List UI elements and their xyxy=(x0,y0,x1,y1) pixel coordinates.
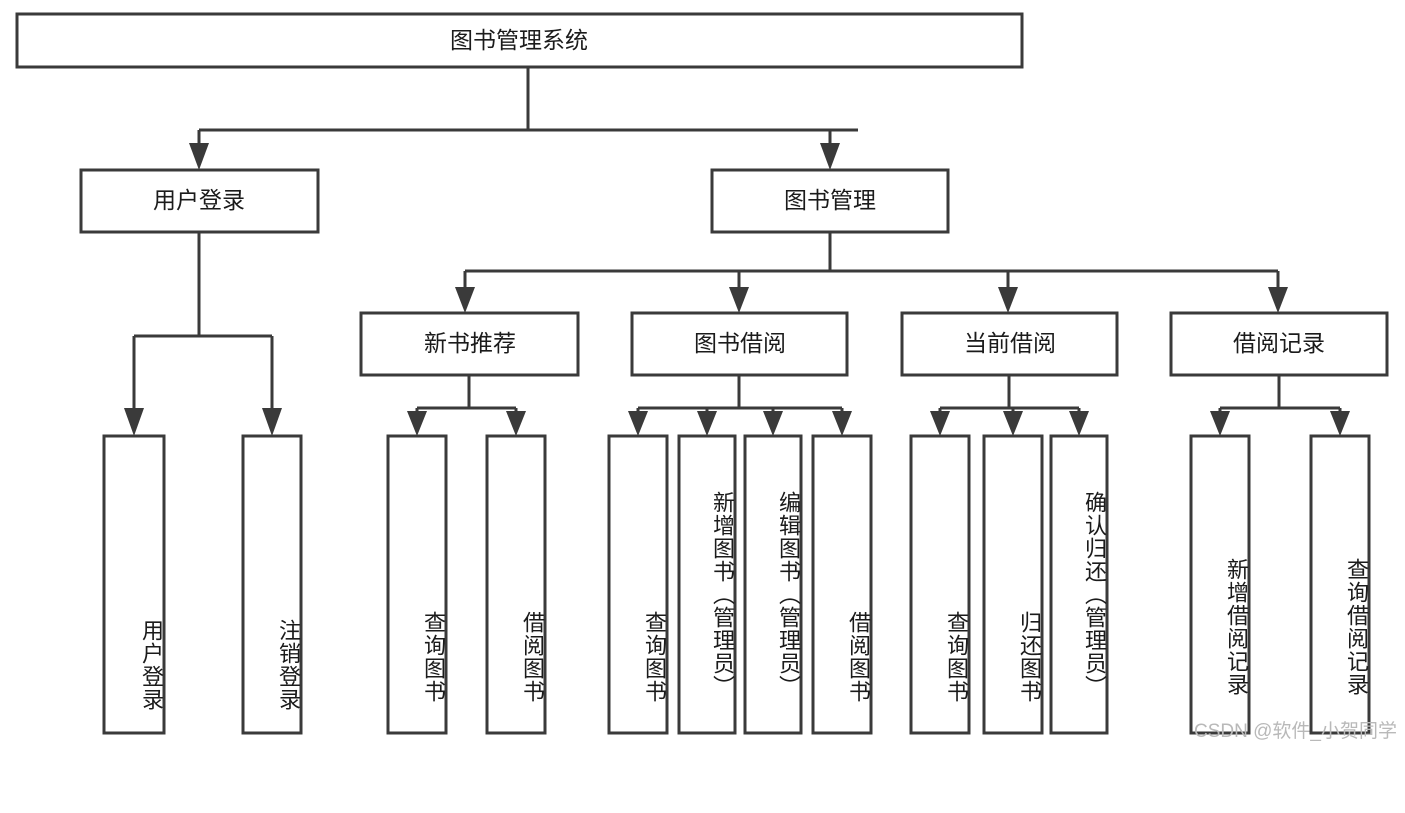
node-current-borrow-rect[interactable] xyxy=(900,311,1119,377)
node-book-borrow-label: 图书借阅 xyxy=(694,330,786,356)
leaf-query-book-2-rect[interactable] xyxy=(607,434,669,735)
connector-group-root xyxy=(189,67,858,170)
arrowhead-cb-leaf-3 xyxy=(1069,411,1089,436)
leaf-logout-login-rect[interactable] xyxy=(241,434,303,735)
leaf-query-book-1-rect[interactable] xyxy=(386,434,448,735)
node-current-borrow[interactable]: 当前借阅 xyxy=(900,311,1119,377)
leaf-boxes xyxy=(102,434,1371,735)
arrowhead-bb-leaf-1 xyxy=(628,411,648,436)
leaf-borrow-book-1-rect[interactable] xyxy=(485,434,547,735)
leaf-borrow-book-2-rect[interactable] xyxy=(811,434,873,735)
node-root-rect[interactable] xyxy=(15,12,1024,69)
node-user-login-rect[interactable] xyxy=(79,168,320,234)
flowchart-canvas: 图书管理系统 用户登录 图书管理 新书推荐 图书借阅 当前借阅 借阅记录 xyxy=(15,12,1397,742)
arrowhead-cb-leaf-2 xyxy=(1003,411,1023,436)
node-book-manage-label: 图书管理 xyxy=(784,187,876,213)
connector-group-new-book-recommend xyxy=(407,375,526,436)
leaf-confirm-return-admin-rect[interactable] xyxy=(1049,434,1109,735)
arrowhead-bb-leaf-4 xyxy=(832,411,852,436)
node-new-book-recommend[interactable]: 新书推荐 xyxy=(359,311,580,377)
arrowhead-root-to-book-manage xyxy=(820,143,840,170)
connector-group-borrow-record xyxy=(1210,375,1350,436)
node-book-borrow[interactable]: 图书借阅 xyxy=(630,311,849,377)
arrowhead-book-manage-to-book-borrow xyxy=(729,287,749,313)
arrowhead-book-manage-to-new-book-recommend xyxy=(455,287,475,313)
leaf-query-borrow-record-rect[interactable] xyxy=(1309,434,1371,735)
arrowhead-user-login-leaf-2 xyxy=(262,408,282,436)
arrowhead-br-leaf-1 xyxy=(1210,411,1230,436)
leaf-user-login-rect[interactable] xyxy=(102,434,166,735)
connector-group-current-borrow xyxy=(930,375,1089,436)
node-borrow-record-label: 借阅记录 xyxy=(1233,330,1325,356)
node-book-manage-rect[interactable] xyxy=(710,168,950,234)
flowchart-svg: 图书管理系统 用户登录 图书管理 新书推荐 图书借阅 当前借阅 借阅记录 xyxy=(15,12,1389,735)
arrowhead-br-leaf-2 xyxy=(1330,411,1350,436)
leaf-query-book-3-rect[interactable] xyxy=(909,434,971,735)
node-user-login[interactable]: 用户登录 xyxy=(79,168,320,234)
arrowhead-user-login-leaf-1 xyxy=(124,408,144,436)
leaf-edit-book-admin-rect[interactable] xyxy=(743,434,803,735)
arrowhead-bb-leaf-3 xyxy=(763,411,783,436)
node-current-borrow-label: 当前借阅 xyxy=(964,330,1056,356)
node-user-login-label: 用户登录 xyxy=(153,187,245,213)
leaf-add-book-admin-rect[interactable] xyxy=(677,434,737,735)
arrowhead-nbr-leaf-1 xyxy=(407,411,427,436)
csdn-watermark: CSDN @软件_小贺同学 xyxy=(1194,721,1397,742)
arrowhead-book-manage-to-current-borrow xyxy=(998,287,1018,313)
connector-group-user-login xyxy=(124,232,282,436)
node-book-manage[interactable]: 图书管理 xyxy=(710,168,950,234)
arrowhead-root-to-user-login xyxy=(189,143,209,170)
connector-group-book-borrow xyxy=(628,375,852,436)
node-new-book-recommend-rect[interactable] xyxy=(359,311,580,377)
arrowhead-cb-leaf-1 xyxy=(930,411,950,436)
arrowhead-nbr-leaf-2 xyxy=(506,411,526,436)
arrowhead-bb-leaf-2 xyxy=(697,411,717,436)
leaf-add-borrow-record-rect[interactable] xyxy=(1189,434,1251,735)
node-root-label: 图书管理系统 xyxy=(450,27,588,53)
arrowhead-book-manage-to-borrow-record xyxy=(1268,287,1288,313)
connector-group-book-manage xyxy=(455,232,1288,313)
leaf-return-book-rect[interactable] xyxy=(982,434,1044,735)
node-borrow-record[interactable]: 借阅记录 xyxy=(1169,311,1389,377)
node-root[interactable]: 图书管理系统 xyxy=(15,12,1024,69)
node-borrow-record-rect[interactable] xyxy=(1169,311,1389,377)
node-new-book-recommend-label: 新书推荐 xyxy=(424,330,516,356)
node-book-borrow-rect[interactable] xyxy=(630,311,849,377)
